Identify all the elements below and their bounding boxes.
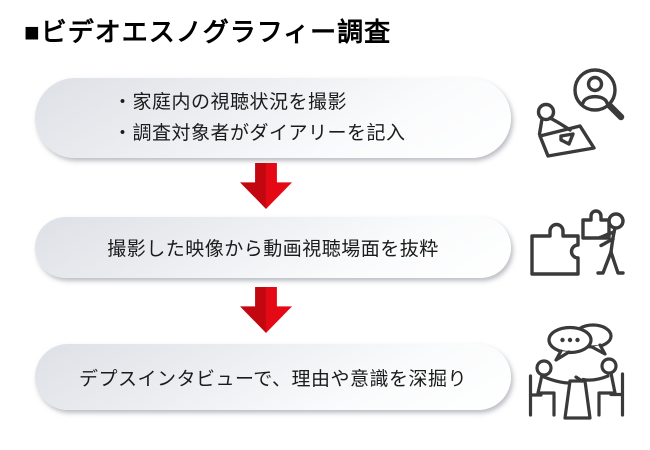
step-3-box: デプスインタビューで、理由や意識を深掘り xyxy=(35,344,511,410)
magnifier-user-diary-icon xyxy=(534,64,628,160)
puzzle-assembly-icon xyxy=(526,208,626,284)
down-arrow-icon xyxy=(240,287,292,333)
page-title: ■ビデオエスノグラフィー調査 xyxy=(24,17,392,47)
step-1-line-1: ・家庭内の視聴状況を撮影 xyxy=(113,92,348,113)
step-2-box: 撮影した映像から動画視聴場面を抜粋 xyxy=(35,217,511,278)
depth-interview-icon xyxy=(526,320,628,424)
step-2-line-1: 撮影した映像から動画視聴場面を抜粋 xyxy=(107,239,439,260)
down-arrow-icon xyxy=(240,163,292,209)
step-1-line-2: ・調査対象者がダイアリーを記入 xyxy=(113,123,406,144)
step-3-line-1: デプスインタビューで、理由や意識を深掘り xyxy=(78,368,468,390)
step-1-box: ・家庭内の視聴状況を撮影 ・調査対象者がダイアリーを記入 xyxy=(35,78,511,158)
